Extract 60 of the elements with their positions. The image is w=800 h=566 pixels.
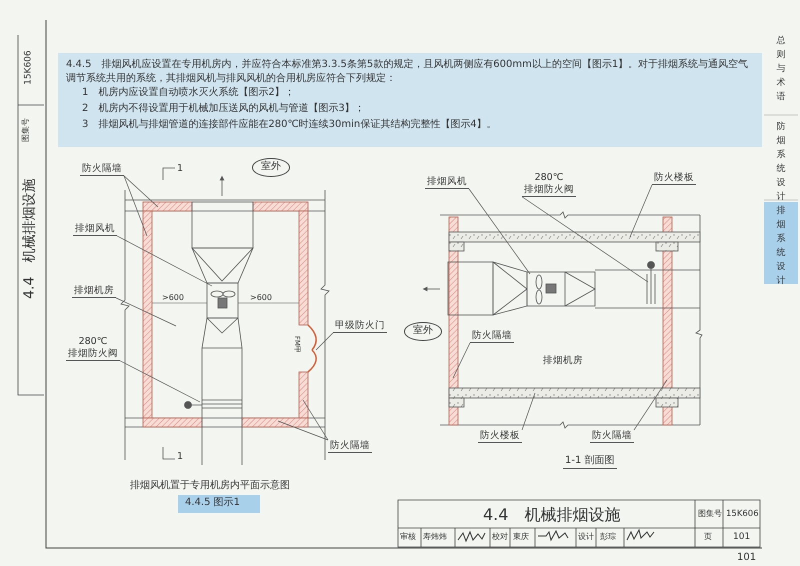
leader-line — [124, 176, 148, 236]
page-number: 101 — [737, 552, 756, 564]
strip-title: 4.4 机械排烟设施 — [21, 178, 38, 299]
section-tab-text: 防烟系统设计 — [776, 120, 786, 204]
name-text: 彭琮 — [600, 532, 616, 542]
damper-label: 排烟防火阀 — [522, 184, 576, 197]
wall-label: 防火隔墙 — [328, 440, 372, 453]
leader-line — [630, 184, 652, 238]
field-label: 设计 — [578, 532, 594, 542]
leader-line — [116, 236, 212, 286]
leader-line — [124, 176, 158, 208]
leader-line — [278, 420, 328, 440]
field-label: 页 — [704, 532, 712, 542]
leader-line — [120, 360, 200, 402]
list-item: 2 机房内不得设置用于机械加压送风的风机与管道【图示3】； — [82, 103, 365, 116]
list-item: 3 排烟风机与排烟管道的连接部件应能在280℃时连续30min保证其结构完整性【图示4】。 — [82, 119, 497, 132]
field-label: 图集号 — [698, 509, 722, 519]
drawing-number: 15K606 — [726, 509, 759, 520]
name-text: 東庆 — [513, 532, 529, 542]
leader-line — [468, 188, 530, 274]
sheet-title: 4.4 机械排烟设施 — [483, 505, 620, 525]
door-label: 甲级防火门 — [333, 320, 387, 333]
wall-label: 防火隔墙 — [470, 330, 514, 343]
page-number: 101 — [733, 532, 750, 544]
dimension-text: >600 — [162, 293, 184, 303]
leader-line — [522, 196, 648, 282]
leader-line — [116, 298, 176, 326]
list-item: 1 机房内应设置自动喷水灭火系统【图示2】； — [82, 87, 295, 100]
figure-number: 4.4.5 图示1 — [185, 497, 240, 510]
leader-line — [302, 400, 328, 440]
section-mark: 1 — [177, 163, 184, 175]
leader-line — [522, 392, 536, 430]
leader-line — [452, 342, 470, 378]
location-bubble: 室外 — [252, 158, 290, 176]
leader-line — [634, 380, 668, 430]
dimension-text: >600 — [250, 293, 272, 303]
damper-label: 排烟防火阀 — [66, 348, 120, 361]
temperature-text: 280℃ — [78, 336, 108, 348]
fan-label: 排烟风机 — [73, 223, 117, 236]
drawing-number: 15K606 — [24, 50, 35, 85]
name-text: 寿炜炜 — [423, 532, 447, 542]
figure-caption: 排烟风机置于专用机房内平面示意图 — [130, 480, 290, 492]
section-tab-text: 排烟系统设计 — [776, 204, 786, 288]
wall-label: 防火隔墙 — [590, 430, 634, 443]
field-label: 图集号 — [21, 118, 31, 142]
section-caption: 1-1 剖面图 — [563, 455, 617, 468]
room-label: 排烟机房 — [72, 285, 116, 298]
temperature-text: 280℃ — [534, 172, 564, 184]
field-label: 校对 — [492, 532, 508, 542]
floor-slab-label: 防火楼板 — [652, 172, 696, 185]
section-mark: 1 — [177, 451, 184, 463]
fan-label: 排烟风机 — [425, 176, 469, 189]
wall-label: 防火隔墙 — [80, 163, 124, 176]
leader-line — [316, 332, 334, 350]
floor-slab-label: 防火楼板 — [478, 430, 522, 443]
section-tab-text: 总则与术语 — [776, 34, 786, 104]
room-label: 排烟机房 — [543, 355, 583, 367]
provision-paragraph: 4.4.5 排烟风机应设置在专用机房内，并应符合本标准第3.3.5条第5款的规定，且风机两侧应有600mm以上的空间【图示1】。对于排烟系统与通风空气调节系统共用的系统，其排烟风机与排风风机的合用机房应符合下列规定： — [66, 58, 750, 85]
field-label: 审核 — [400, 532, 416, 542]
location-bubble: 室外 — [404, 322, 442, 340]
